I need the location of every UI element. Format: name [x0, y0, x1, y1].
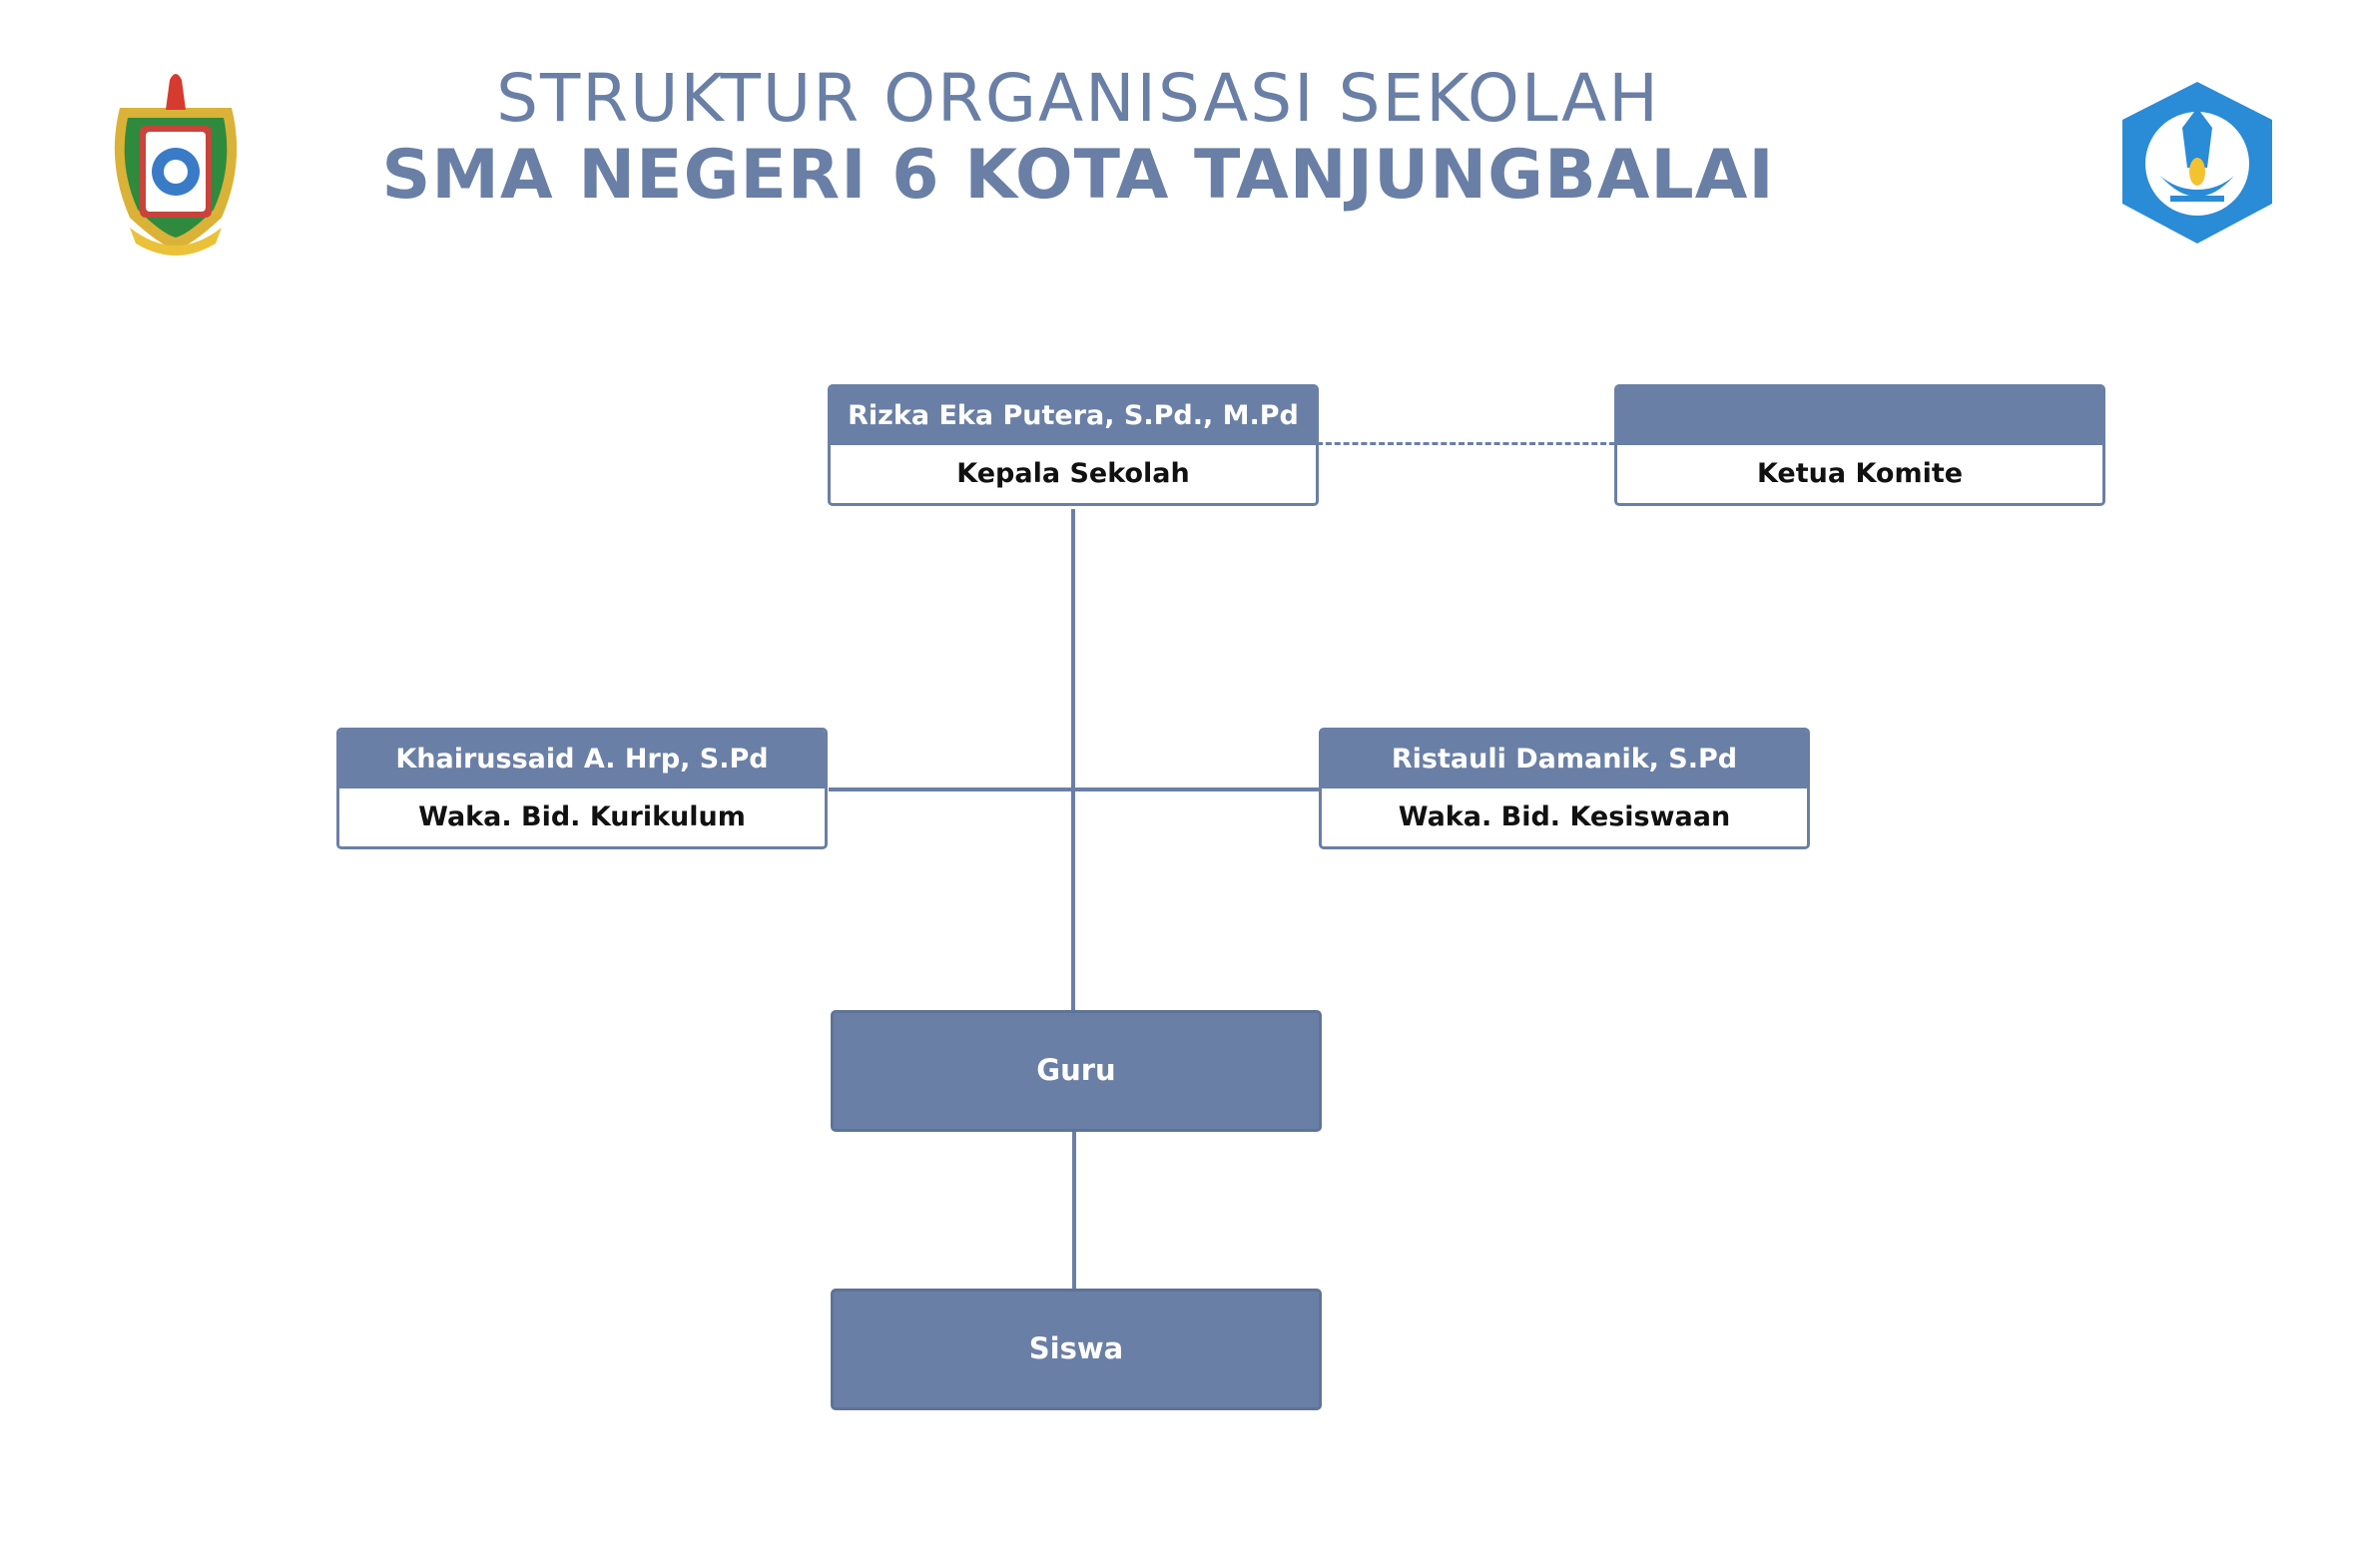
kepala-sekolah-box: Rizka Eka Putera, S.Pd., M.Pd Kepala Sek… [828, 384, 1319, 506]
connector-guru-to-siswa [1072, 1131, 1076, 1289]
waka-kesiswaan-role: Waka. Bid. Kesiswaan [1398, 801, 1731, 832]
page-title-line2: SMA NEGERI 6 KOTA TANJUNGBALAI [381, 136, 1775, 215]
connector-kepala-komite-dashed [1317, 442, 1615, 445]
kepala-sekolah-role: Kepala Sekolah [956, 458, 1190, 489]
connector-waka-horizontal [829, 787, 1322, 791]
tut-wuri-handayani-icon [2112, 78, 2282, 248]
waka-kurikulum-role: Waka. Bid. Kurikulum [418, 801, 746, 832]
ketua-komite-box: Ketua Komite [1614, 384, 2105, 506]
siswa-box: Siswa [831, 1289, 1322, 1410]
kepala-sekolah-name: Rizka Eka Putera, S.Pd., M.Pd [831, 387, 1316, 445]
ketua-komite-role: Ketua Komite [1756, 458, 1964, 489]
waka-kesiswaan-name: Ristauli Damanik, S.Pd [1322, 731, 1807, 788]
waka-kesiswaan-box: Ristauli Damanik, S.Pd Waka. Bid. Kesisw… [1319, 728, 1810, 849]
waka-kurikulum-name: Khairussaid A. Hrp, S.Pd [339, 731, 825, 788]
ketua-komite-name [1617, 387, 2102, 445]
sumatera-utara-emblem-icon [100, 68, 252, 258]
connector-kepala-to-guru [1071, 509, 1075, 1013]
guru-box: Guru [831, 1010, 1322, 1132]
waka-kurikulum-box: Khairussaid A. Hrp, S.Pd Waka. Bid. Kuri… [336, 728, 828, 849]
page-title-line1: STRUKTUR ORGANISASI SEKOLAH [496, 60, 1660, 137]
